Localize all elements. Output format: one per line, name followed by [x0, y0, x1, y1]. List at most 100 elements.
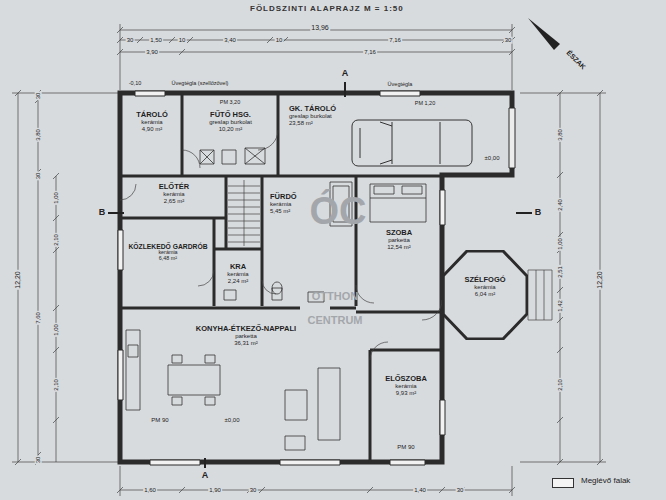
- room-detail: 6,04 m²: [475, 291, 495, 298]
- section-mark: B: [98, 208, 107, 218]
- car: [352, 120, 472, 166]
- room-box: TÁROLÓkerámia4,90 m²: [124, 97, 180, 173]
- plan-title: FÖLDSZINTI ALAPRAJZ M = 1:50: [250, 4, 404, 13]
- dimension-label: 12,20: [14, 270, 22, 290]
- room-name: SZÉLFOGÓ: [464, 276, 505, 284]
- dimension-label: 2,10: [53, 233, 60, 247]
- dimension-label: 1,40: [413, 487, 427, 494]
- room-detail: parketta: [235, 333, 257, 340]
- dimension-label: 3,90: [145, 49, 159, 56]
- dimension-label: -0,10: [128, 80, 143, 86]
- dimension-label: 2,40: [557, 198, 564, 212]
- heating-equipment: [200, 148, 265, 164]
- room-name: KÖZLEKEDŐ GARDRÓB: [128, 243, 207, 250]
- dimension-label: 30: [249, 487, 258, 494]
- watermark: CENTRUM: [307, 314, 364, 326]
- room-detail: 2,24 m²: [228, 278, 248, 285]
- dimension-label: 2,10: [53, 378, 60, 392]
- dimension-label: 30: [35, 172, 42, 181]
- room-detail: 36,31 m²: [234, 340, 258, 347]
- room-detail: kerámia: [141, 119, 162, 126]
- north-arrow: [528, 18, 560, 50]
- dimension-label: 30: [35, 92, 42, 101]
- dimension-label: 2,51: [557, 265, 564, 279]
- room-detail: 23,58 m²: [289, 120, 313, 127]
- dimension-label: 1,00: [557, 237, 564, 251]
- room-box: KONYHA-ÉTKEZŐ-NAPPALIparketta36,31 m²: [124, 311, 368, 460]
- outer-wall: [120, 93, 512, 462]
- dimension-lines: [12, 24, 606, 496]
- section-marks: [108, 82, 532, 468]
- door-swings: [120, 130, 442, 360]
- dimension-label: 30: [504, 37, 513, 44]
- windows: [118, 91, 445, 465]
- section-mark: A: [201, 471, 210, 481]
- dimension-label: 2,10: [557, 378, 564, 392]
- dimension-label: 10: [275, 37, 284, 44]
- room-detail: parketta: [388, 237, 410, 244]
- dimension-label: PM 3,20: [219, 99, 241, 105]
- dimension-label: 1,42: [557, 299, 564, 313]
- dimension-label: 1,00: [53, 191, 60, 205]
- entrance-step-lines: [536, 270, 544, 320]
- room-detail: kerámia: [395, 383, 416, 390]
- room-name: KONYHA-ÉTKEZŐ-NAPPALI: [196, 325, 296, 333]
- stairs: [228, 180, 260, 246]
- room-detail: 2,65 m²: [164, 198, 184, 205]
- bed: [370, 184, 426, 222]
- dimension-label: 30: [35, 456, 42, 465]
- dimension-label: 1,60: [143, 487, 157, 494]
- room-name: KRA: [230, 263, 246, 271]
- room-detail: 9,93 m²: [396, 390, 416, 397]
- dimension-label: 30: [456, 487, 465, 494]
- room-box: ELŐTÉRkerámia2,65 m²: [124, 179, 224, 216]
- dimension-label: 30: [126, 37, 135, 44]
- dimension-label: ±0,00: [484, 155, 501, 162]
- dimension-label: 3,80: [35, 128, 42, 142]
- dimension-label: 13,96: [310, 24, 330, 32]
- dimension-label: 10: [178, 37, 187, 44]
- room-detail: 4,90 m²: [142, 126, 162, 133]
- dimension-label: PM 1,20: [414, 100, 436, 106]
- room-detail: greslap burkolat: [289, 113, 332, 120]
- section-mark: B: [534, 208, 543, 218]
- dimension-label: Üvegtégla (szellőzővel): [171, 80, 230, 86]
- room-box: FŰTŐ HSG.greslap burkolat10,20 m²: [185, 97, 276, 173]
- dimension-label: 12,20: [596, 270, 604, 290]
- room-name: TÁROLÓ: [136, 111, 168, 119]
- watermark: ÓC: [309, 191, 368, 233]
- room-name: FÜRDŐ: [270, 193, 297, 201]
- room-name: SZOBA: [386, 229, 412, 237]
- section-mark: ÉSZAK: [564, 48, 588, 72]
- dimension-label: 1,50: [149, 37, 163, 44]
- room-name: GK. TÁROLÓ: [289, 105, 336, 113]
- dimension-label: 1,90: [208, 487, 222, 494]
- dimension-label: 3,40: [223, 37, 237, 44]
- room-name: ELŐSZOBA: [385, 375, 427, 383]
- room-box: SZÉLFOGÓkerámia6,04 m²: [442, 250, 528, 340]
- kitchen-furniture: [126, 330, 340, 450]
- room-detail: 12,54 m²: [387, 244, 411, 251]
- room-detail: kerámia: [163, 191, 184, 198]
- room-detail: kerámia: [270, 201, 291, 208]
- dimension-label: PM 90: [396, 444, 415, 451]
- dimension-label: Üvegtégla: [387, 81, 414, 87]
- legend-text: Meglévő falak: [580, 477, 631, 486]
- room-detail: 10,20 m²: [219, 126, 243, 133]
- watermark: OTTHON: [311, 290, 359, 302]
- room-name: ELŐTÉR: [159, 183, 189, 191]
- room-box: KÖZLEKEDŐ GARDRÓBkerámia6,48 m²: [124, 221, 212, 306]
- dimension-label: 3,80: [557, 128, 564, 142]
- room-detail: 6,48 m²: [159, 256, 177, 262]
- room-name: FŰTŐ HSG.: [210, 111, 251, 119]
- room-box: KRAkerámia2,24 m²: [216, 251, 260, 303]
- legend-swatch: [552, 478, 574, 488]
- room-detail: kerámia: [227, 271, 248, 278]
- room-detail: kerámia: [474, 284, 495, 291]
- dimension-label: 1,00: [53, 323, 60, 337]
- dimension-label: 7,16: [363, 49, 377, 56]
- dimension-label: 7,60: [35, 311, 42, 325]
- dimension-label: 7,16: [388, 37, 402, 44]
